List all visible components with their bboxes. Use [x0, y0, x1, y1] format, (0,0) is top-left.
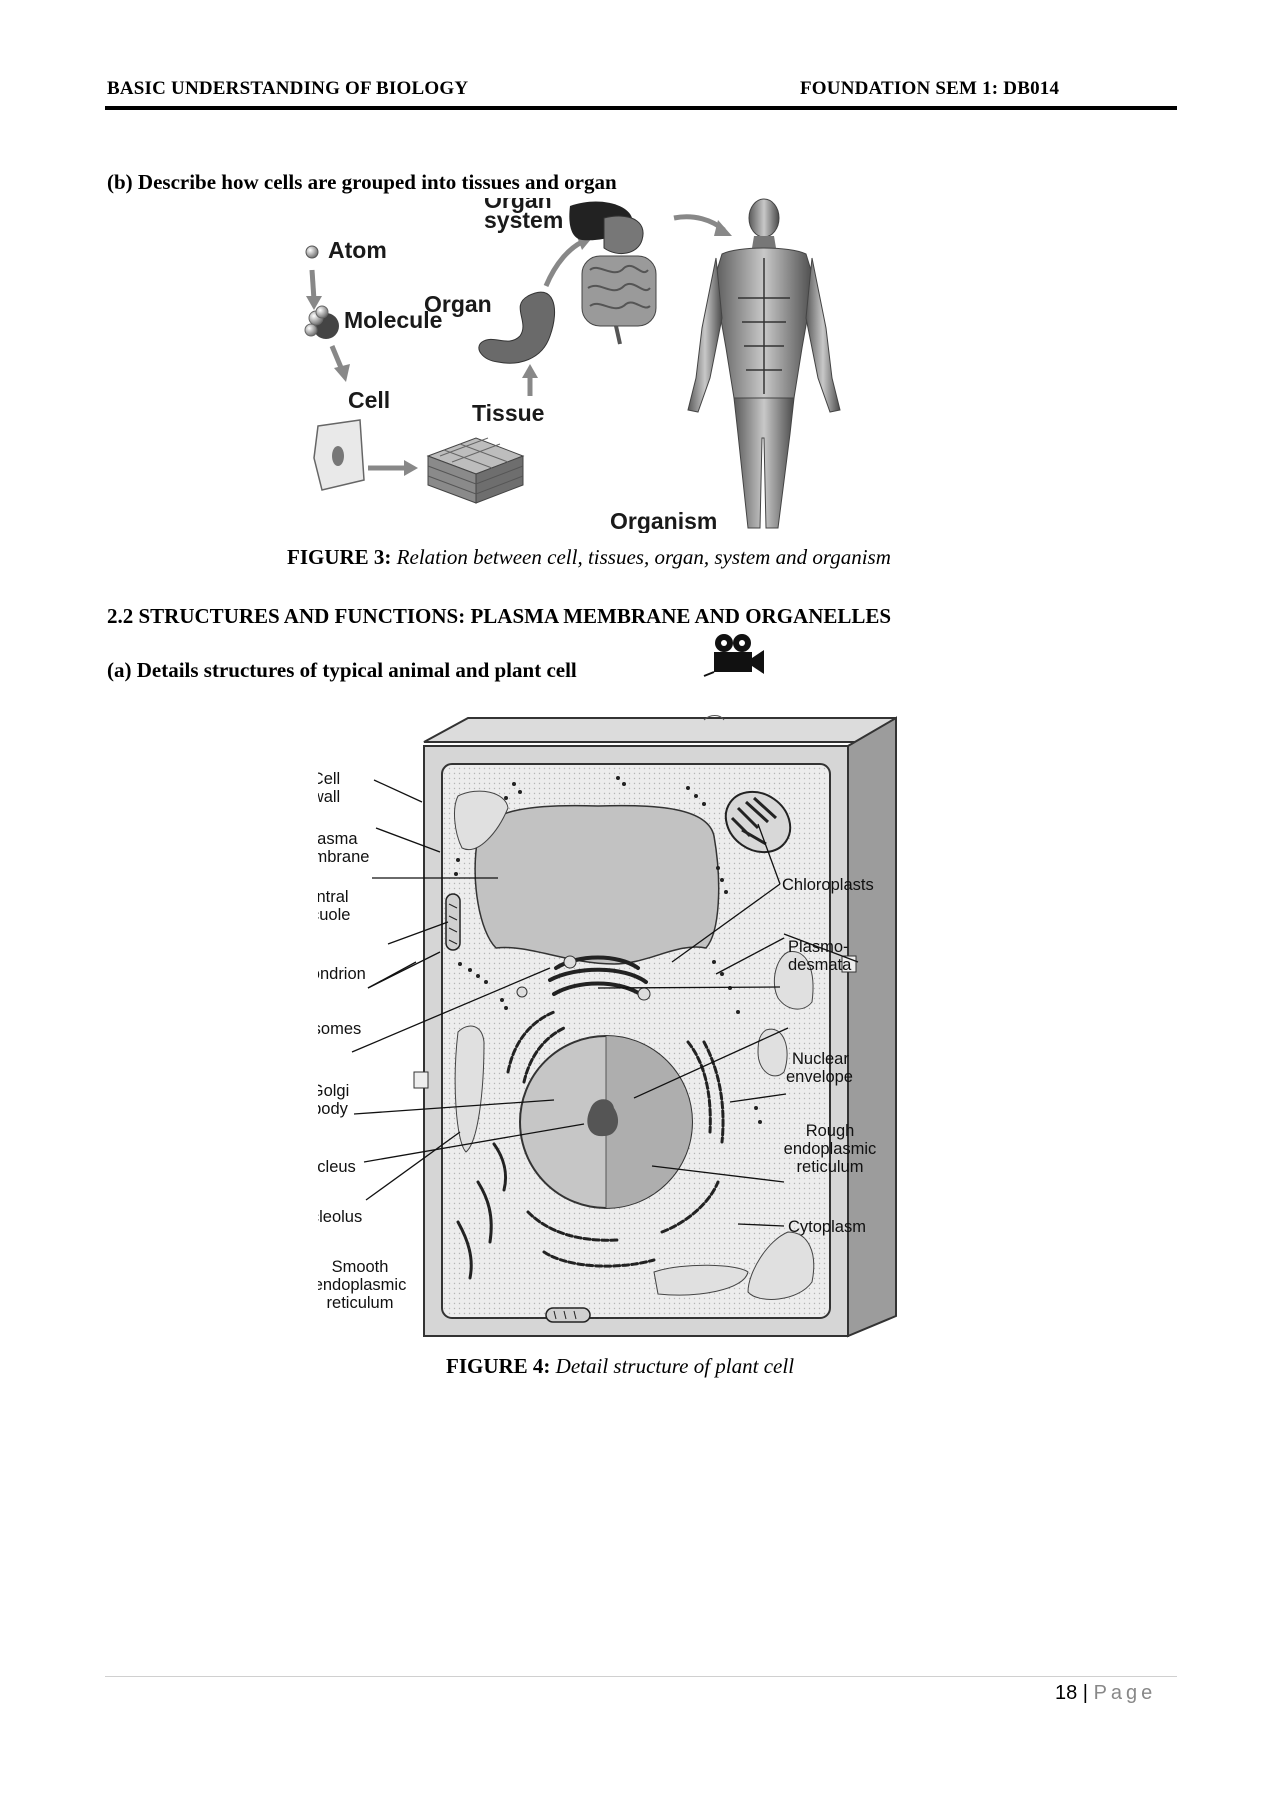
mitochondrion-shape-bottom — [545, 1307, 591, 1323]
section-2-2-heading: 2.2 STRUCTURES AND FUNCTIONS: PLASMA MEM… — [107, 604, 892, 628]
footer-rule — [105, 1676, 1177, 1677]
central-vacuole-shape — [474, 804, 720, 965]
label-plasma-1: Plasma — [318, 830, 358, 848]
label-cell-wall-2: wall — [318, 788, 340, 806]
label-ribosomes: Ribosomes — [318, 1020, 361, 1038]
cell-label: Cell — [348, 387, 390, 413]
page-footer: 18 | Page — [1055, 1682, 1156, 1705]
page-number: 18 — [1055, 1682, 1078, 1704]
stomach-icon — [478, 291, 556, 364]
molecule-icon — [304, 305, 339, 339]
label-cytoplasm: Cytoplasm — [788, 1218, 866, 1236]
tissue-label: Tissue — [472, 400, 544, 426]
section-2-2-subheading: (a) Details structures of typical animal… — [107, 658, 577, 682]
atom-icon — [305, 245, 319, 259]
section-b-heading: (b) Describe how cells are grouped into … — [107, 170, 617, 194]
label-plasma-2: membrane — [318, 848, 369, 866]
label-rough-er-3: reticulum — [797, 1158, 864, 1176]
header-rule — [105, 106, 1177, 110]
rough-er-shape — [506, 1010, 725, 1268]
label-smooth-er-2: endoplasmic — [318, 1276, 406, 1294]
figure-3-caption-label: FIGURE 3: — [287, 545, 392, 569]
page-separator: | — [1077, 1682, 1094, 1704]
nucleus-shape — [519, 1035, 693, 1209]
label-plasmodesmata-2: desmata — [788, 956, 852, 974]
figure-3-hierarchy-illustration: Atom Molecule Cell Tissue Organ Organ sy… — [304, 198, 841, 533]
tissue-icon — [426, 437, 525, 504]
page-word: Page — [1093, 1682, 1157, 1704]
label-vacuole-1: Central — [318, 888, 349, 906]
figure-4-caption-label: FIGURE 4: — [446, 1354, 551, 1378]
header-right-title: FOUNDATION SEM 1: DB014 — [800, 78, 1060, 99]
label-cell-wall-1: Cell — [318, 770, 340, 788]
label-smooth-er-1: Smooth — [332, 1258, 389, 1276]
golgi-body-shape — [548, 955, 648, 996]
figure-3-caption-text: Relation between cell, tissues, organ, s… — [396, 545, 891, 569]
label-plasmodesmata-1: Plasmo- — [788, 938, 849, 956]
figure-3-caption: FIGURE 3: Relation between cell, tissues… — [287, 545, 891, 570]
header-left-title: BASIC UNDERSTANDING OF BIOLOGY — [107, 78, 469, 99]
label-vacuole-2: vacuole — [318, 906, 350, 924]
organ-system-label-line2: system — [484, 207, 563, 233]
label-golgi-2: body — [318, 1100, 349, 1118]
label-rough-er-1: Rough — [806, 1122, 855, 1140]
figure-4-plant-cell-diagram: Cell wall Plasma membrane Central vacuol… — [318, 715, 897, 1338]
organ-system-label-line1: Organ — [484, 198, 552, 213]
molecule-label: Molecule — [344, 307, 442, 333]
label-nucleolus: Nucleolus — [318, 1208, 362, 1226]
label-nucleus: Nucleus — [318, 1158, 356, 1176]
chloroplast-shape — [724, 790, 792, 854]
human-organism-icon — [687, 198, 841, 529]
nucleolus-shape — [587, 1099, 619, 1137]
mitochondrion-shape — [445, 893, 461, 951]
label-rough-er-2: endoplasmic — [784, 1140, 877, 1158]
smooth-er-shape — [456, 1142, 508, 1280]
label-nuclear-env-2: envelope — [786, 1068, 853, 1086]
organism-label: Organism — [610, 508, 717, 533]
video-camera-icon[interactable] — [700, 632, 766, 680]
label-nuclear-env-1: Nuclear — [792, 1050, 849, 1068]
label-chloroplasts: Chloroplasts — [782, 876, 874, 894]
label-smooth-er-3: reticulum — [327, 1294, 394, 1312]
organ-label: Organ — [424, 291, 492, 317]
label-golgi-1: Golgi — [318, 1082, 349, 1100]
label-mitochondrion: Mitochondrion — [318, 965, 366, 983]
digestive-system-icon — [569, 201, 657, 345]
figure-4-caption: FIGURE 4: Detail structure of plant cell — [446, 1354, 794, 1379]
cell-icon — [313, 419, 365, 491]
atom-label: Atom — [328, 237, 387, 263]
figure-4-caption-text: Detail structure of plant cell — [555, 1354, 795, 1378]
